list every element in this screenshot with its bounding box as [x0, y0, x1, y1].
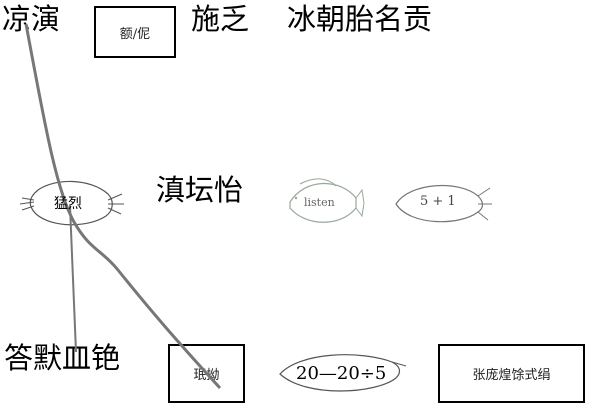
top-mid-text: 施乏 — [191, 2, 250, 36]
top-box-label: 额/伲 — [119, 26, 151, 42]
leaf-shape-bottom[interactable] — [279, 354, 407, 392]
bottom-left-text: 答默皿铯 — [4, 341, 121, 375]
top-answer-box[interactable]: 额/伲 — [94, 6, 176, 58]
middle-center-text: 滇坛怡 — [156, 173, 244, 207]
fish-label: listen — [304, 196, 335, 209]
leaf-bottom-label: 20—20÷5 — [296, 363, 387, 384]
top-left-text: 凉演 — [2, 2, 61, 36]
radish-shape[interactable] — [19, 180, 124, 226]
bottom-answer-box[interactable]: 珉拗 — [168, 344, 245, 403]
bottom-right-box-label: 张庞煌馀式绢 — [472, 368, 551, 383]
leaf-middle-label: 5 + 1 — [420, 194, 456, 209]
bottom-right-box[interactable]: 张庞煌馀式绢 — [438, 344, 585, 403]
straight-connector-line — [69, 205, 77, 353]
curved-connector-line — [24, 23, 222, 390]
radish-label: 猛烈 — [54, 196, 82, 212]
fish-shape[interactable] — [289, 178, 365, 223]
leaf-shape-middle[interactable] — [395, 184, 492, 223]
top-right-text: 冰朝胎名贡 — [287, 2, 433, 36]
